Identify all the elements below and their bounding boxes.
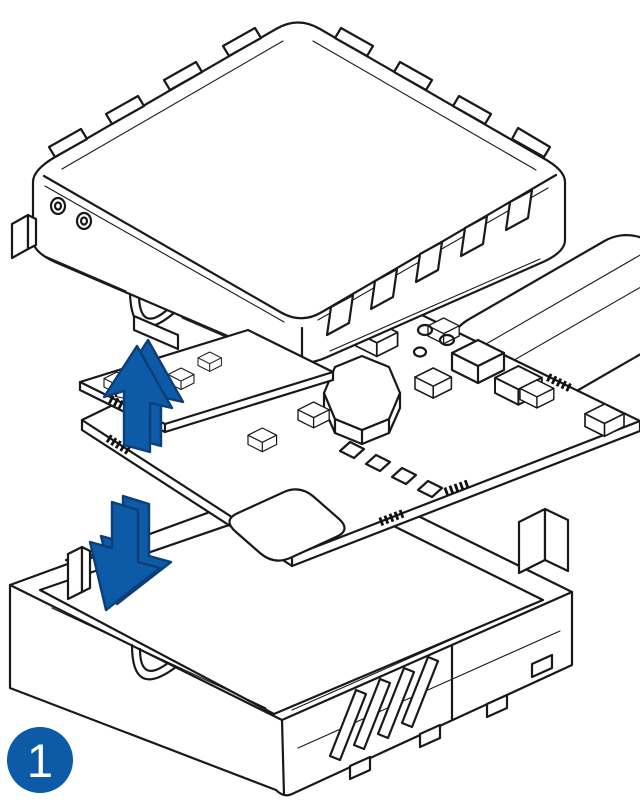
- top-cover: [10, 21, 567, 366]
- mounting-tab: [418, 723, 442, 749]
- vent-slat: [328, 688, 368, 762]
- cover-fin: [369, 267, 399, 311]
- case-arch-notch-outer: [130, 643, 178, 681]
- cover-hole: [75, 211, 93, 231]
- cover-rib: [104, 94, 146, 126]
- mounting-tab: [485, 693, 509, 719]
- cover-hole-inner: [53, 201, 63, 211]
- cavity-floor-lines: [51, 603, 533, 711]
- cover-hole-inner: [79, 216, 89, 226]
- cover-foot-block: [132, 314, 180, 351]
- arrow-down: [88, 494, 173, 612]
- cover-hole: [49, 196, 67, 216]
- case-arch-notch-inner: [138, 647, 170, 672]
- sim-contact-pad: [416, 479, 444, 499]
- sim-contact-pad: [390, 466, 418, 486]
- arrow-down-face: [88, 500, 162, 612]
- contact-strip: [443, 479, 472, 496]
- octagon-top: [322, 354, 402, 432]
- cover-rib: [510, 126, 552, 159]
- cover-fin: [504, 188, 534, 232]
- cover-rib: [392, 60, 434, 92]
- hook-tab: [10, 213, 30, 260]
- cover-fin: [414, 240, 444, 284]
- mounting-tab: [348, 755, 372, 781]
- sim-holder-cover: [228, 488, 346, 562]
- contact-strip: [546, 373, 574, 393]
- contact-strip: [105, 434, 133, 456]
- contact-strip: [378, 509, 406, 526]
- cover-fin: [325, 293, 355, 337]
- sim-contact-pad: [364, 453, 392, 473]
- hook-tab-side: [26, 213, 38, 251]
- pad-circle: [438, 333, 456, 347]
- sim-holder: [228, 440, 444, 562]
- corner-post-side: [543, 507, 570, 573]
- cover-arch-notch-inner: [137, 296, 169, 320]
- cover-rib: [47, 127, 89, 159]
- step-badge-number: 1: [27, 734, 53, 787]
- vent-slat: [400, 655, 440, 729]
- inner-post-side: [80, 545, 92, 594]
- sim-contact-pad: [338, 440, 366, 460]
- top-cover-face-edge: [42, 173, 558, 320]
- cover-rib: [333, 26, 375, 58]
- top-face-contour: [61, 40, 537, 171]
- arrow-up: [102, 338, 185, 454]
- housing-contour-line: [456, 253, 640, 362]
- corner-post: [517, 507, 547, 575]
- octagon-edge-lines: [333, 417, 391, 446]
- mounting-tab: [530, 653, 554, 679]
- cover-rib: [221, 26, 263, 58]
- step-badge: 1: [7, 727, 73, 793]
- pad-circle: [416, 323, 434, 337]
- arrow-up-face: [102, 344, 174, 454]
- step-badge-circle: [7, 727, 73, 793]
- bottom-cover: [8, 468, 574, 797]
- cover-fin: [459, 214, 489, 258]
- vent-slat: [376, 666, 416, 740]
- pad-circle: [412, 346, 428, 358]
- cover-rib: [451, 94, 493, 126]
- cover-rib: [162, 60, 204, 92]
- inner-post: [66, 545, 84, 601]
- vent-slat: [352, 677, 392, 751]
- octagon-component: [322, 354, 402, 446]
